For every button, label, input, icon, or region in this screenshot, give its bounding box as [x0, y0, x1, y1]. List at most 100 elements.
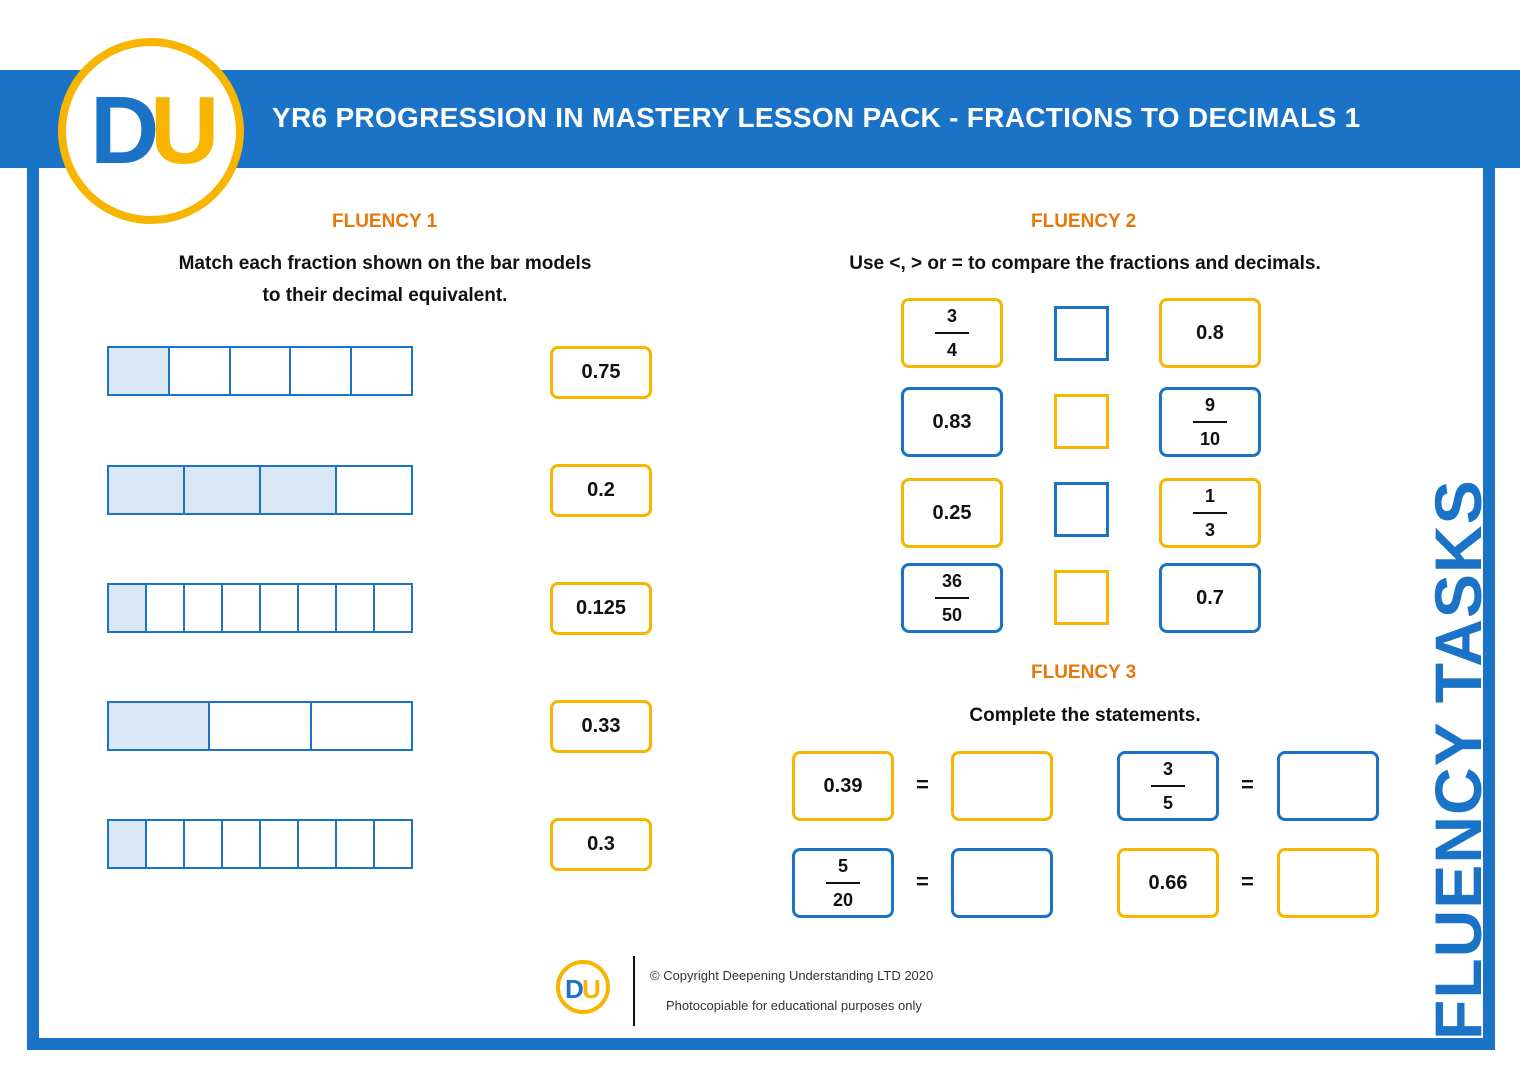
bar-segment — [337, 585, 375, 631]
numerator: 1 — [1204, 486, 1215, 506]
compare-right-3: 1 3 — [1159, 478, 1261, 548]
fraction: 1 3 — [1193, 487, 1227, 539]
denominator: 10 — [1199, 429, 1221, 449]
denominator: 50 — [941, 605, 963, 625]
numerator: 9 — [1204, 395, 1215, 415]
denominator: 5 — [1162, 793, 1173, 813]
bar-segment — [170, 348, 231, 394]
bar-segment-shaded — [109, 703, 211, 749]
statement-2-value: 3 5 — [1117, 751, 1219, 821]
bar-segment — [312, 703, 411, 749]
compare-left-2: 0.83 — [901, 387, 1003, 457]
frame-right-border — [1483, 168, 1495, 1048]
bar-segment-shaded — [185, 467, 261, 513]
compare-left-3: 0.25 — [901, 478, 1003, 548]
page-title: YR6 PROGRESSION IN MASTERY LESSON PACK -… — [272, 102, 1361, 133]
statement-4-answer[interactable] — [1277, 848, 1379, 918]
bar-segment — [337, 821, 375, 867]
frame-left-border — [27, 168, 39, 1048]
equals-sign-4: = — [1241, 869, 1254, 894]
fraction-bar — [935, 597, 969, 599]
fraction-bar — [1193, 512, 1227, 514]
bar-segment — [185, 821, 223, 867]
compare-left-4: 36 50 — [901, 563, 1003, 633]
bar-segment — [231, 348, 292, 394]
compare-right-4: 0.7 — [1159, 563, 1261, 633]
bar-segment-shaded — [109, 585, 147, 631]
bar-segment — [185, 585, 223, 631]
answer-box-4[interactable]: 0.33 — [550, 700, 652, 753]
equals-sign-3: = — [916, 869, 929, 894]
footer-note: Photocopiable for educational purposes o… — [666, 998, 922, 1013]
fraction: 3 5 — [1151, 760, 1185, 812]
answer-box-2[interactable]: 0.2 — [550, 464, 652, 517]
footer-logo-letter-d: D — [565, 974, 584, 1004]
compare-right-2: 9 10 — [1159, 387, 1261, 457]
bar-model-4 — [107, 701, 413, 751]
bar-segment-shaded — [261, 467, 337, 513]
bar-model-1 — [107, 346, 413, 396]
fluency-tasks-side-label: FLUENCY TASKS — [1421, 479, 1495, 1040]
statement-2-answer[interactable] — [1277, 751, 1379, 821]
fluency3-title: FLUENCY 3 — [1031, 662, 1137, 683]
compare-symbol-box-1[interactable] — [1054, 306, 1109, 361]
fraction: 3 4 — [935, 307, 969, 359]
fraction-bar — [1151, 785, 1185, 787]
footer-divider — [633, 956, 635, 1026]
bar-segment-shaded — [109, 821, 147, 867]
bar-segment — [210, 703, 312, 749]
footer-logo-letter-u: U — [582, 974, 601, 1004]
statement-3-answer[interactable] — [951, 848, 1053, 918]
bar-segment — [352, 348, 411, 394]
compare-symbol-box-3[interactable] — [1054, 482, 1109, 537]
bar-segment — [261, 585, 299, 631]
footer-logo-icon — [556, 960, 610, 1014]
numerator: 3 — [1162, 759, 1173, 779]
bar-segment — [337, 467, 411, 513]
bar-model-5 — [107, 819, 413, 869]
bar-segment — [299, 821, 337, 867]
fluency1-instruction-line1: Match each fraction shown on the bar mod… — [178, 253, 592, 274]
fluency2-title: FLUENCY 2 — [1031, 211, 1137, 232]
answer-box-5[interactable]: 0.3 — [550, 818, 652, 871]
numerator: 3 — [946, 306, 957, 326]
statement-1-value: 0.39 — [792, 751, 894, 821]
denominator: 20 — [832, 890, 854, 910]
bar-segment — [291, 348, 353, 394]
bar-segment-shaded — [109, 467, 185, 513]
numerator: 5 — [837, 856, 848, 876]
denominator: 4 — [946, 340, 957, 360]
footer-copyright: © Copyright Deepening Understanding LTD … — [650, 968, 934, 983]
du-logo-icon — [58, 38, 244, 224]
header-band — [0, 70, 1520, 168]
answer-box-3[interactable]: 0.125 — [550, 582, 652, 635]
fraction: 9 10 — [1193, 396, 1227, 448]
bar-model-2 — [107, 465, 413, 515]
fluency1-instruction-line2: to their decimal equivalent. — [262, 285, 508, 306]
statement-1-answer[interactable] — [951, 751, 1053, 821]
bar-segment — [223, 821, 261, 867]
logo-letter-d: D — [90, 77, 160, 184]
compare-symbol-box-2[interactable] — [1054, 394, 1109, 449]
fraction-bar — [826, 882, 860, 884]
fraction: 5 20 — [826, 857, 860, 909]
numerator: 36 — [941, 571, 963, 591]
frame-bottom-border — [27, 1038, 1495, 1050]
fraction: 36 50 — [935, 572, 969, 624]
denominator: 3 — [1204, 520, 1215, 540]
bar-segment — [147, 821, 185, 867]
equals-sign-1: = — [916, 772, 929, 797]
statement-4-value: 0.66 — [1117, 848, 1219, 918]
bar-segment — [147, 585, 185, 631]
fluency1-title: FLUENCY 1 — [332, 211, 438, 232]
bar-model-3 — [107, 583, 413, 633]
logo-letter-u: U — [150, 77, 220, 184]
bar-segment-shaded — [109, 348, 170, 394]
equals-sign-2: = — [1241, 772, 1254, 797]
answer-box-1[interactable]: 0.75 — [550, 346, 652, 399]
statement-3-value: 5 20 — [792, 848, 894, 918]
compare-right-1: 0.8 — [1159, 298, 1261, 368]
compare-symbol-box-4[interactable] — [1054, 570, 1109, 625]
fluency2-instruction: Use <, > or = to compare the fractions a… — [849, 253, 1321, 274]
fraction-bar — [935, 332, 969, 334]
